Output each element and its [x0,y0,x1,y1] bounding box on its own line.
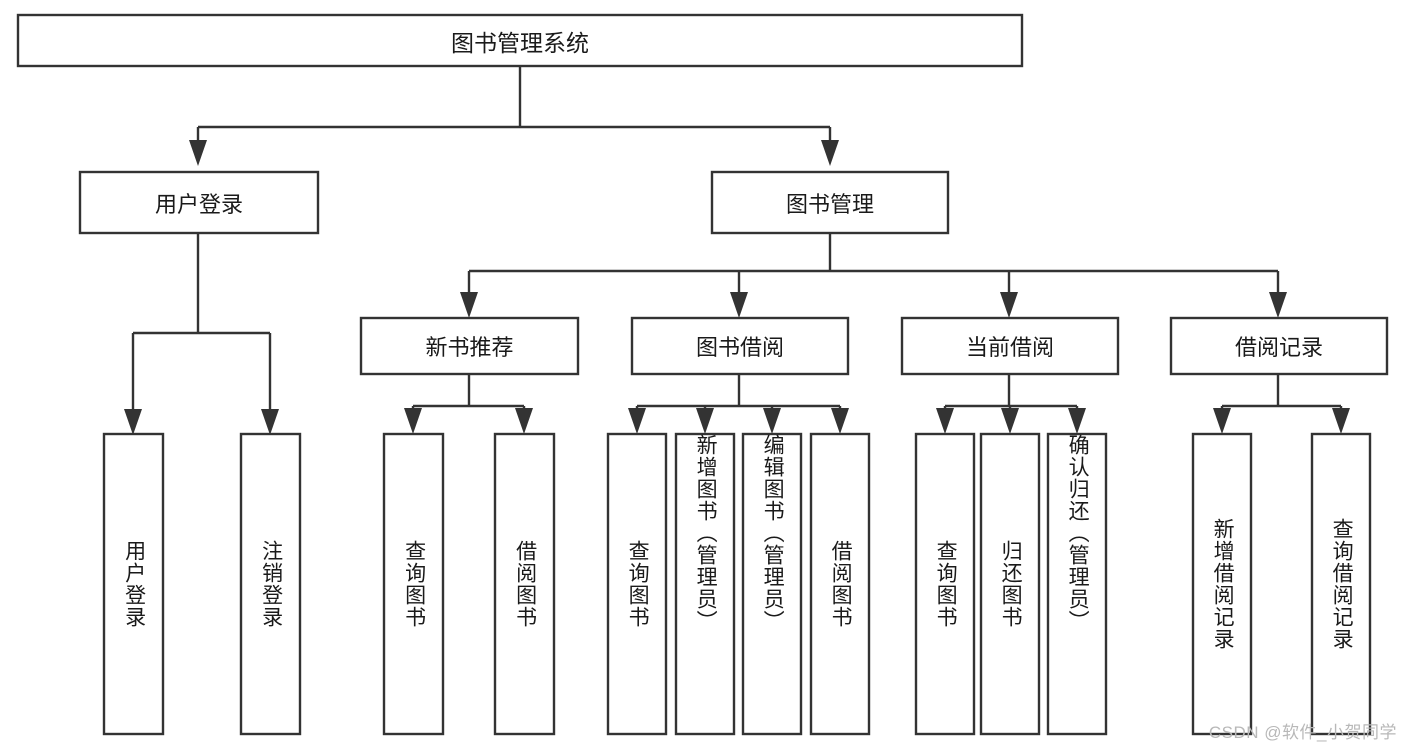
node-box-leaf-recommend-0[interactable] [382,432,445,736]
node-box-root[interactable] [16,13,1024,68]
node-box-leaf-current-1[interactable] [979,432,1041,736]
node-box-leaf-borrow-2[interactable] [741,432,803,736]
node-box-book-borrow[interactable] [630,316,850,376]
csdn-watermark: CSDN @软件_小贺同学 [1208,723,1397,742]
arrow-book-mgmt-c1 [730,292,748,318]
node-box-user-login[interactable] [78,170,320,235]
arrow-current-c2 [1068,408,1086,434]
connectors [124,66,1350,435]
arrow-record-c0 [1213,408,1231,434]
arrow-to-book-mgmt [821,140,839,166]
arrow-record-c1 [1332,408,1350,434]
node-box-leaf-record-0[interactable] [1191,432,1253,736]
node-box-leaf-current-2[interactable] [1046,432,1108,736]
node-box-leaf-borrow-1[interactable] [674,432,736,736]
node-boxes [16,13,1389,736]
arrow-recommend-c1 [515,408,533,434]
arrow-borrow-c3 [831,408,849,434]
arrow-borrow-c1 [696,408,714,434]
arrow-borrow-c0 [628,408,646,434]
arrow-user-login-c1 [261,409,279,435]
arrow-user-login-c0 [124,409,142,435]
node-box-leaf-user-login-1[interactable] [239,432,302,736]
node-box-leaf-current-0[interactable] [914,432,976,736]
node-box-leaf-recommend-1[interactable] [493,432,556,736]
node-box-book-management[interactable] [710,170,950,235]
arrow-book-mgmt-c3 [1269,292,1287,318]
arrow-current-c1 [1001,408,1019,434]
arrow-recommend-c0 [404,408,422,434]
arrow-to-user-login [189,140,207,166]
node-box-leaf-borrow-3[interactable] [809,432,871,736]
node-box-borrow-record[interactable] [1169,316,1389,376]
node-box-leaf-record-1[interactable] [1310,432,1372,736]
arrow-borrow-c2 [763,408,781,434]
node-box-current-borrow[interactable] [900,316,1120,376]
arrow-book-mgmt-c0 [460,292,478,318]
node-box-leaf-user-login-0[interactable] [102,432,165,736]
node-box-leaf-borrow-0[interactable] [606,432,668,736]
arrow-book-mgmt-c2 [1000,292,1018,318]
node-box-new-book-recommend[interactable] [359,316,580,376]
arrow-current-c0 [936,408,954,434]
